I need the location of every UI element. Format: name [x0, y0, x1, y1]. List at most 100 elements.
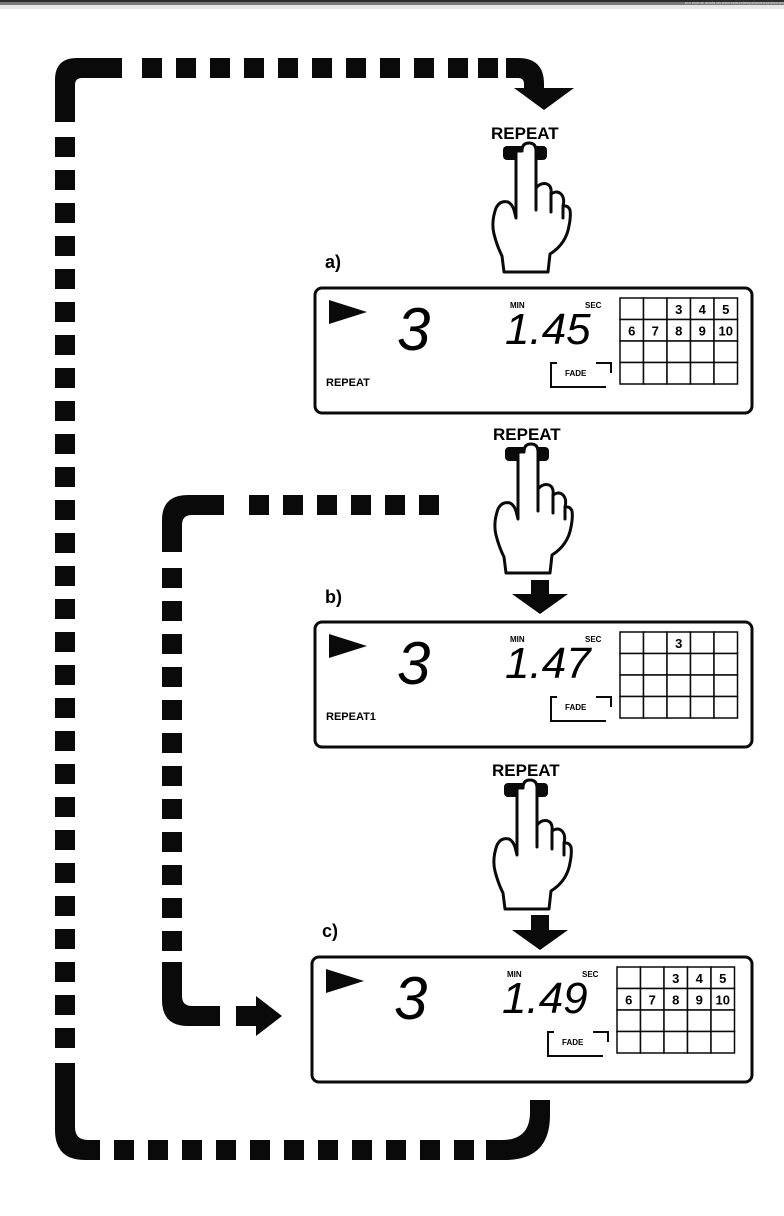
outer-loop-dash	[448, 58, 468, 78]
grid-cell	[619, 674, 645, 698]
grid-cell	[689, 340, 715, 364]
outer-loop-dash	[278, 58, 298, 78]
grid-track-number: 3	[672, 971, 679, 986]
outer-loop-dash	[312, 58, 332, 78]
fade-bracket	[596, 362, 612, 373]
grid-cell	[642, 340, 668, 364]
grid-track-number: 5	[722, 302, 729, 317]
elapsed-time: 1.45	[505, 305, 591, 354]
repeat-button-label: REPEAT	[491, 124, 559, 143]
grid-cell	[689, 652, 715, 676]
track-number: 3	[397, 630, 430, 697]
sec-label: SEC	[585, 635, 602, 644]
grid-cell	[616, 1030, 642, 1054]
sec-label: SEC	[585, 301, 602, 310]
step-label: c)	[322, 921, 338, 941]
inner-loop-right-arrow	[236, 996, 282, 1036]
grid-cell	[663, 1009, 689, 1033]
step-label: a)	[325, 252, 341, 272]
down-arrow-icon	[512, 915, 568, 950]
fade-bracket	[550, 362, 606, 388]
grid-cell	[642, 652, 668, 676]
inner-loop-top-corner	[162, 495, 224, 552]
fade-label: FADE	[565, 703, 587, 712]
elapsed-time: 1.47	[505, 639, 592, 688]
step-label: b)	[325, 587, 342, 607]
grid-track-number: 5	[719, 971, 726, 986]
outer-loop-top-right-curve	[506, 58, 544, 90]
grid-cell	[689, 361, 715, 385]
grid-cell	[639, 1030, 665, 1054]
fade-bracket	[547, 1031, 603, 1057]
outer-loop-top-corner	[55, 58, 122, 122]
grid-cell	[639, 966, 665, 990]
play-icon	[326, 969, 364, 993]
grid-cell	[710, 1009, 736, 1033]
track-number: 3	[397, 296, 430, 363]
grid-cell	[666, 361, 692, 385]
grid-track-number: 3	[675, 302, 682, 317]
outer-loop-dash	[380, 58, 400, 78]
grid-cell	[642, 631, 668, 655]
grid-cell	[642, 674, 668, 698]
fade-label: FADE	[562, 1038, 584, 1047]
play-icon	[329, 300, 367, 324]
fade-bracket	[596, 696, 612, 707]
outer-loop-dash	[210, 58, 230, 78]
grid-track-number: 7	[649, 993, 656, 1008]
grid-track-number: 3	[675, 636, 682, 651]
grid-cell	[666, 695, 692, 719]
grid-cell	[689, 631, 715, 655]
grid-track-number: 10	[719, 324, 733, 339]
grid-track-number: 8	[675, 324, 682, 339]
grid-cell	[686, 1009, 712, 1033]
outer-loop-dash	[176, 58, 196, 78]
grid-cell	[619, 631, 645, 655]
sec-label: SEC	[582, 970, 599, 979]
pressing-hand-icon	[492, 778, 573, 911]
outer-loop-dash	[142, 58, 162, 78]
outer-loop-dash	[244, 58, 264, 78]
grid-cell	[642, 297, 668, 321]
min-label: MIN	[507, 970, 522, 979]
elapsed-time: 1.49	[502, 974, 588, 1023]
grid-track-number: 4	[699, 302, 707, 317]
grid-cell	[616, 966, 642, 990]
grid-cell	[619, 361, 645, 385]
grid-cell	[666, 652, 692, 676]
grid-cell	[713, 674, 739, 698]
fade-label: FADE	[565, 369, 587, 378]
inner-loop-path	[162, 495, 439, 1036]
inner-loop-bottom-corner	[162, 962, 220, 1026]
fade-bracket	[550, 696, 606, 722]
grid-cell	[686, 1030, 712, 1054]
grid-cell	[619, 695, 645, 719]
grid-track-number: 8	[672, 993, 679, 1008]
pressing-hand-icon	[493, 442, 574, 575]
repeat-mode-label: REPEAT1	[326, 711, 376, 723]
outer-loop-bottom-corner	[55, 1063, 100, 1160]
grid-cell	[666, 340, 692, 364]
grid-cell	[642, 361, 668, 385]
repeat-button-label: REPEAT	[492, 761, 560, 780]
outer-loop-dash	[478, 58, 498, 78]
scan-top-band	[0, 0, 784, 9]
down-arrow-icon	[512, 580, 568, 614]
grid-cell	[689, 674, 715, 698]
min-label: MIN	[510, 301, 525, 310]
play-icon	[329, 634, 367, 658]
grid-cell	[710, 1030, 736, 1054]
grid-track-number: 9	[696, 993, 703, 1008]
pressing-hand-icon	[491, 141, 572, 274]
outer-loop-dash	[414, 58, 434, 78]
grid-cell	[713, 695, 739, 719]
grid-cell	[689, 695, 715, 719]
grid-cell	[619, 340, 645, 364]
